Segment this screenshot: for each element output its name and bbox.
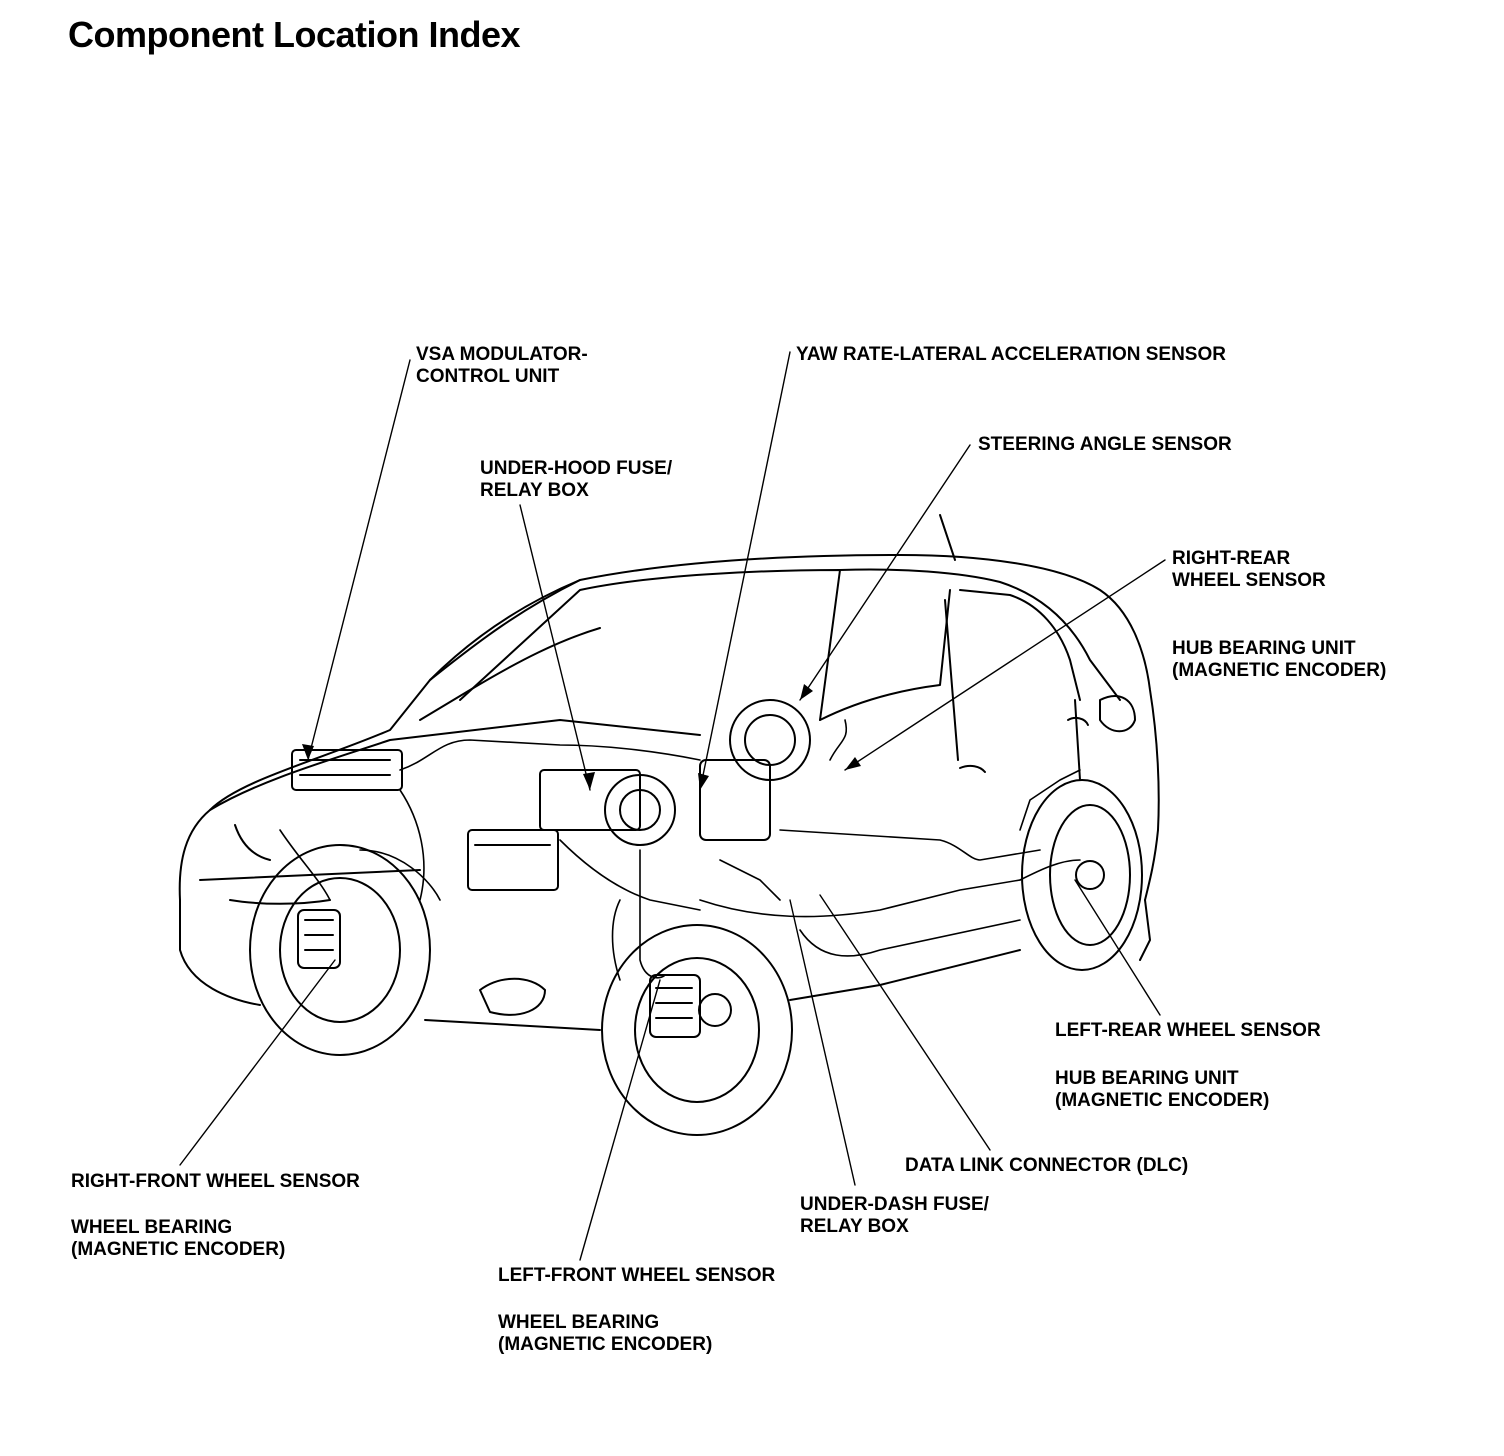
leader-lines [179,351,1166,1261]
left-front-wheel [601,924,793,1136]
label-line: LEFT-REAR WHEEL SENSOR [1055,1020,1321,1041]
label-line: WHEEL BEARING [498,1312,660,1333]
arrowheads [302,684,861,790]
label-line: YAW RATE-LATERAL ACCELERATION SENSOR [796,344,1226,365]
label-under-dash-fuse-box: UNDER-DASH FUSE/ RELAY BOX [800,1194,989,1238]
right-front-wheel [249,844,431,1056]
page-title: Component Location Index [68,14,521,55]
label-line: RIGHT-REAR [1172,548,1291,569]
car-body-outline [178,514,1160,1031]
label-line: WHEEL BEARING [71,1217,233,1238]
label-line: CONTROL UNIT [416,366,560,387]
right-rear-wheel [1021,779,1143,971]
label-left-front-wheel-bearing: WHEEL BEARING (MAGNETIC ENCODER) [498,1312,712,1356]
label-line: STEERING ANGLE SENSOR [978,434,1232,455]
label-line: (MAGNETIC ENCODER) [1055,1090,1270,1111]
label-right-front-wheel-sensor: RIGHT-FRONT WHEEL SENSOR [71,1171,360,1193]
label-right-front-wheel-bearing: WHEEL BEARING (MAGNETIC ENCODER) [71,1217,285,1261]
label-line: HUB BEARING UNIT [1172,638,1356,659]
label-line: RELAY BOX [800,1216,909,1237]
label-data-link-connector: DATA LINK CONNECTOR (DLC) [905,1155,1188,1177]
label-line: (MAGNETIC ENCODER) [71,1239,286,1260]
label-steering-angle-sensor: STEERING ANGLE SENSOR [978,434,1232,456]
label-line: DATA LINK CONNECTOR (DLC) [905,1155,1189,1176]
label-line: LEFT-FRONT WHEEL SENSOR [498,1265,776,1286]
label-line: UNDER-HOOD FUSE/ [480,458,673,479]
label-line: RELAY BOX [480,480,589,501]
engine-components [291,699,811,891]
label-left-rear-hub-bearing: HUB BEARING UNIT (MAGNETIC ENCODER) [1055,1068,1269,1112]
label-line: VSA MODULATOR- [416,344,588,365]
label-line: (MAGNETIC ENCODER) [1172,660,1387,681]
label-vsa-modulator: VSA MODULATOR- CONTROL UNIT [416,344,588,388]
label-left-rear-wheel-sensor: LEFT-REAR WHEEL SENSOR [1055,1020,1321,1042]
label-line: (MAGNETIC ENCODER) [498,1334,713,1355]
label-line: UNDER-DASH FUSE/ [800,1194,989,1215]
label-yaw-rate-sensor: YAW RATE-LATERAL ACCELERATION SENSOR [796,344,1226,366]
label-under-hood-fuse-box: UNDER-HOOD FUSE/ RELAY BOX [480,458,672,502]
label-line: WHEEL SENSOR [1172,570,1326,591]
label-line: HUB BEARING UNIT [1055,1068,1239,1089]
label-right-rear-hub-bearing: HUB BEARING UNIT (MAGNETIC ENCODER) [1172,638,1386,682]
label-line: RIGHT-FRONT WHEEL SENSOR [71,1171,360,1192]
label-left-front-wheel-sensor: LEFT-FRONT WHEEL SENSOR [498,1265,775,1287]
label-right-rear-wheel-sensor: RIGHT-REAR WHEEL SENSOR [1172,548,1326,592]
brake-lines [279,719,1081,981]
